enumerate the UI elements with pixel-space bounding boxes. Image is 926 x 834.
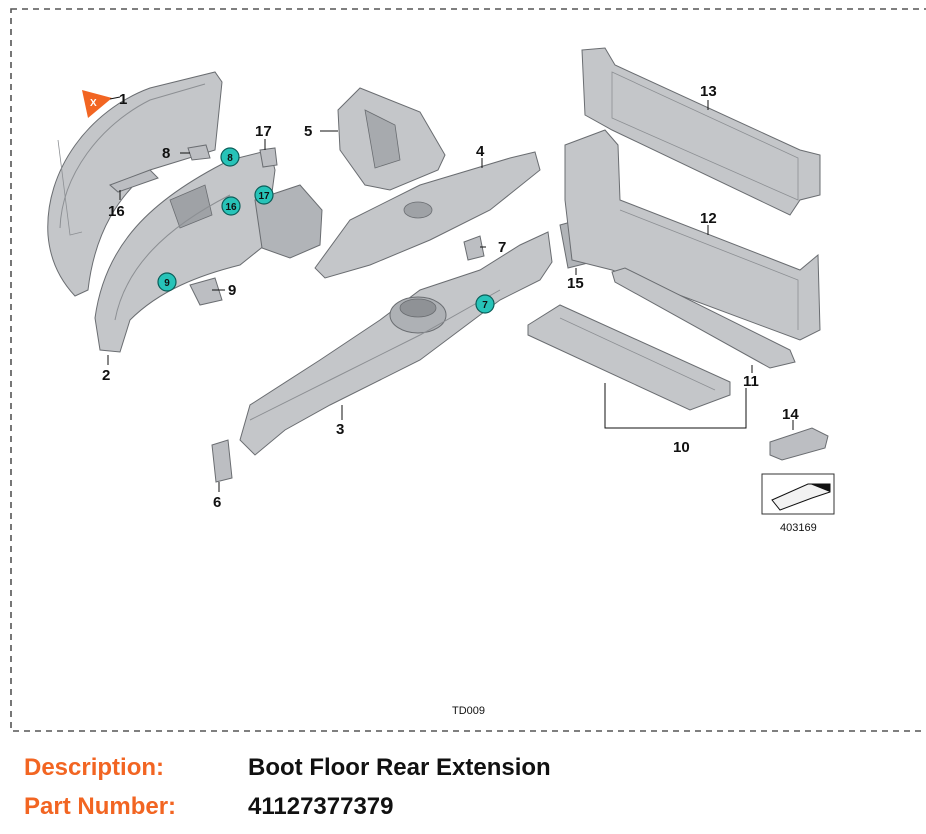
- diagram-code: TD009: [452, 705, 485, 717]
- part-number-value: 41127377379: [248, 793, 394, 820]
- part-9-bracket[interactable]: [189, 277, 223, 306]
- callout-6: 6: [213, 494, 221, 511]
- part-3-rear-frame[interactable]: [239, 231, 553, 456]
- part-13-upper-panel[interactable]: [581, 47, 821, 216]
- part-17-bracket[interactable]: [259, 147, 278, 168]
- replace-marker-icon: X: [82, 90, 121, 118]
- svg-text:7: 7: [482, 300, 488, 311]
- callout-7: 7: [498, 239, 506, 256]
- part-10-boot-floor[interactable]: [527, 304, 731, 411]
- badge-9[interactable]: 9: [157, 272, 177, 292]
- part-8-bracket[interactable]: [187, 144, 211, 161]
- dashed-border: [10, 8, 926, 732]
- callout-5: 5: [304, 123, 312, 140]
- badge-16[interactable]: 16: [221, 196, 241, 216]
- part-12-middle-panel[interactable]: [564, 129, 821, 341]
- part-11-rail[interactable]: [611, 267, 796, 369]
- badge-17[interactable]: 17: [254, 185, 274, 205]
- callout-4: 4: [476, 143, 485, 160]
- svg-text:17: 17: [258, 191, 270, 202]
- part-4-floor-panel[interactable]: [314, 151, 541, 279]
- svg-text:X: X: [90, 98, 97, 109]
- svg-text:8: 8: [227, 153, 233, 164]
- part-16-bracket[interactable]: [109, 169, 159, 193]
- callout-12: 12: [700, 210, 717, 227]
- callout-11: 11: [743, 373, 759, 390]
- badge-8[interactable]: 8: [220, 147, 240, 167]
- callout-3: 3: [336, 421, 344, 438]
- part-14-bracket[interactable]: [769, 427, 829, 461]
- leader-lines: [107, 100, 794, 492]
- callout-8: 8: [162, 145, 170, 162]
- part-number-label: Part Number:: [24, 793, 177, 820]
- parts-diagram: X: [10, 8, 926, 732]
- callout-10: 10: [673, 439, 690, 456]
- part-number-row: Part Number: 41127377379: [24, 790, 394, 824]
- description-label: Description:: [24, 754, 165, 781]
- description-value: Boot Floor Rear Extension: [248, 754, 551, 781]
- callout-bracket-10: [604, 383, 747, 429]
- callout-15: 15: [567, 275, 584, 292]
- callout-16: 16: [108, 203, 125, 220]
- orientation-arrow-icon: [761, 473, 835, 515]
- diagram-frame: X: [10, 8, 926, 732]
- part-5-bracket[interactable]: [337, 87, 446, 191]
- callout-9: 9: [228, 282, 236, 299]
- callout-13: 13: [700, 83, 717, 100]
- svg-text:9: 9: [164, 278, 170, 289]
- image-reference-number: 403169: [780, 522, 817, 534]
- callout-2: 2: [102, 367, 110, 384]
- part-6-bracket[interactable]: [211, 439, 233, 483]
- callout-1: 1: [119, 91, 127, 108]
- part-7-bracket[interactable]: [463, 235, 485, 261]
- callout-17: 17: [255, 123, 272, 140]
- badge-7[interactable]: 7: [475, 294, 495, 314]
- callout-14: 14: [782, 406, 799, 423]
- svg-text:16: 16: [225, 202, 237, 213]
- description-row: Description: Boot Floor Rear Extension: [24, 751, 551, 785]
